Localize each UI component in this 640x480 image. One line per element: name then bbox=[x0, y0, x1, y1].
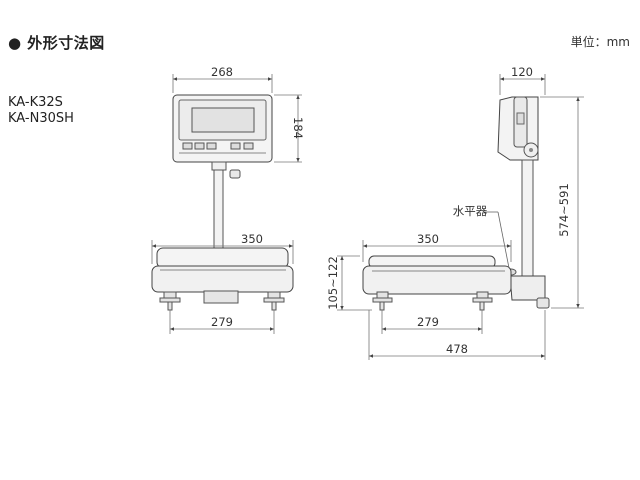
pole-knob bbox=[229, 169, 241, 179]
dim-overall-height: 574~591 bbox=[557, 183, 571, 237]
side-view bbox=[362, 96, 550, 311]
display-screen bbox=[191, 107, 255, 133]
dim-display-height: 184 bbox=[291, 117, 305, 139]
front-dimensions bbox=[151, 74, 302, 334]
dim-platform-width-front: 350 bbox=[241, 232, 263, 246]
head-neck bbox=[211, 161, 227, 171]
dim-head-depth: 120 bbox=[511, 65, 533, 79]
dim-foot-spacing-side: 279 bbox=[417, 315, 439, 329]
pole-base bbox=[509, 275, 546, 301]
side-dimensions bbox=[337, 74, 584, 360]
pole-side bbox=[521, 159, 534, 277]
dim-platform-depth: 350 bbox=[417, 232, 439, 246]
base-bracket bbox=[203, 290, 239, 304]
model-name-2: KA-N30SH bbox=[8, 111, 74, 126]
dim-platform-height: 105~122 bbox=[326, 256, 340, 310]
dim-foot-spacing-front: 279 bbox=[211, 315, 233, 329]
front-view bbox=[151, 94, 294, 311]
model-name-1: KA-K32S bbox=[8, 95, 63, 110]
section-title: ● 外形寸法図 bbox=[8, 34, 105, 52]
platform-front bbox=[156, 247, 289, 269]
unit-label: 単位：mm bbox=[570, 35, 630, 49]
dim-display-width: 268 bbox=[211, 65, 233, 79]
level-gauge-label: 水平器 bbox=[453, 204, 488, 218]
feet-front bbox=[159, 291, 285, 311]
keypad bbox=[182, 142, 254, 150]
feet-side bbox=[372, 291, 493, 311]
level-leader bbox=[484, 211, 510, 269]
dim-overall-depth: 478 bbox=[446, 342, 468, 356]
